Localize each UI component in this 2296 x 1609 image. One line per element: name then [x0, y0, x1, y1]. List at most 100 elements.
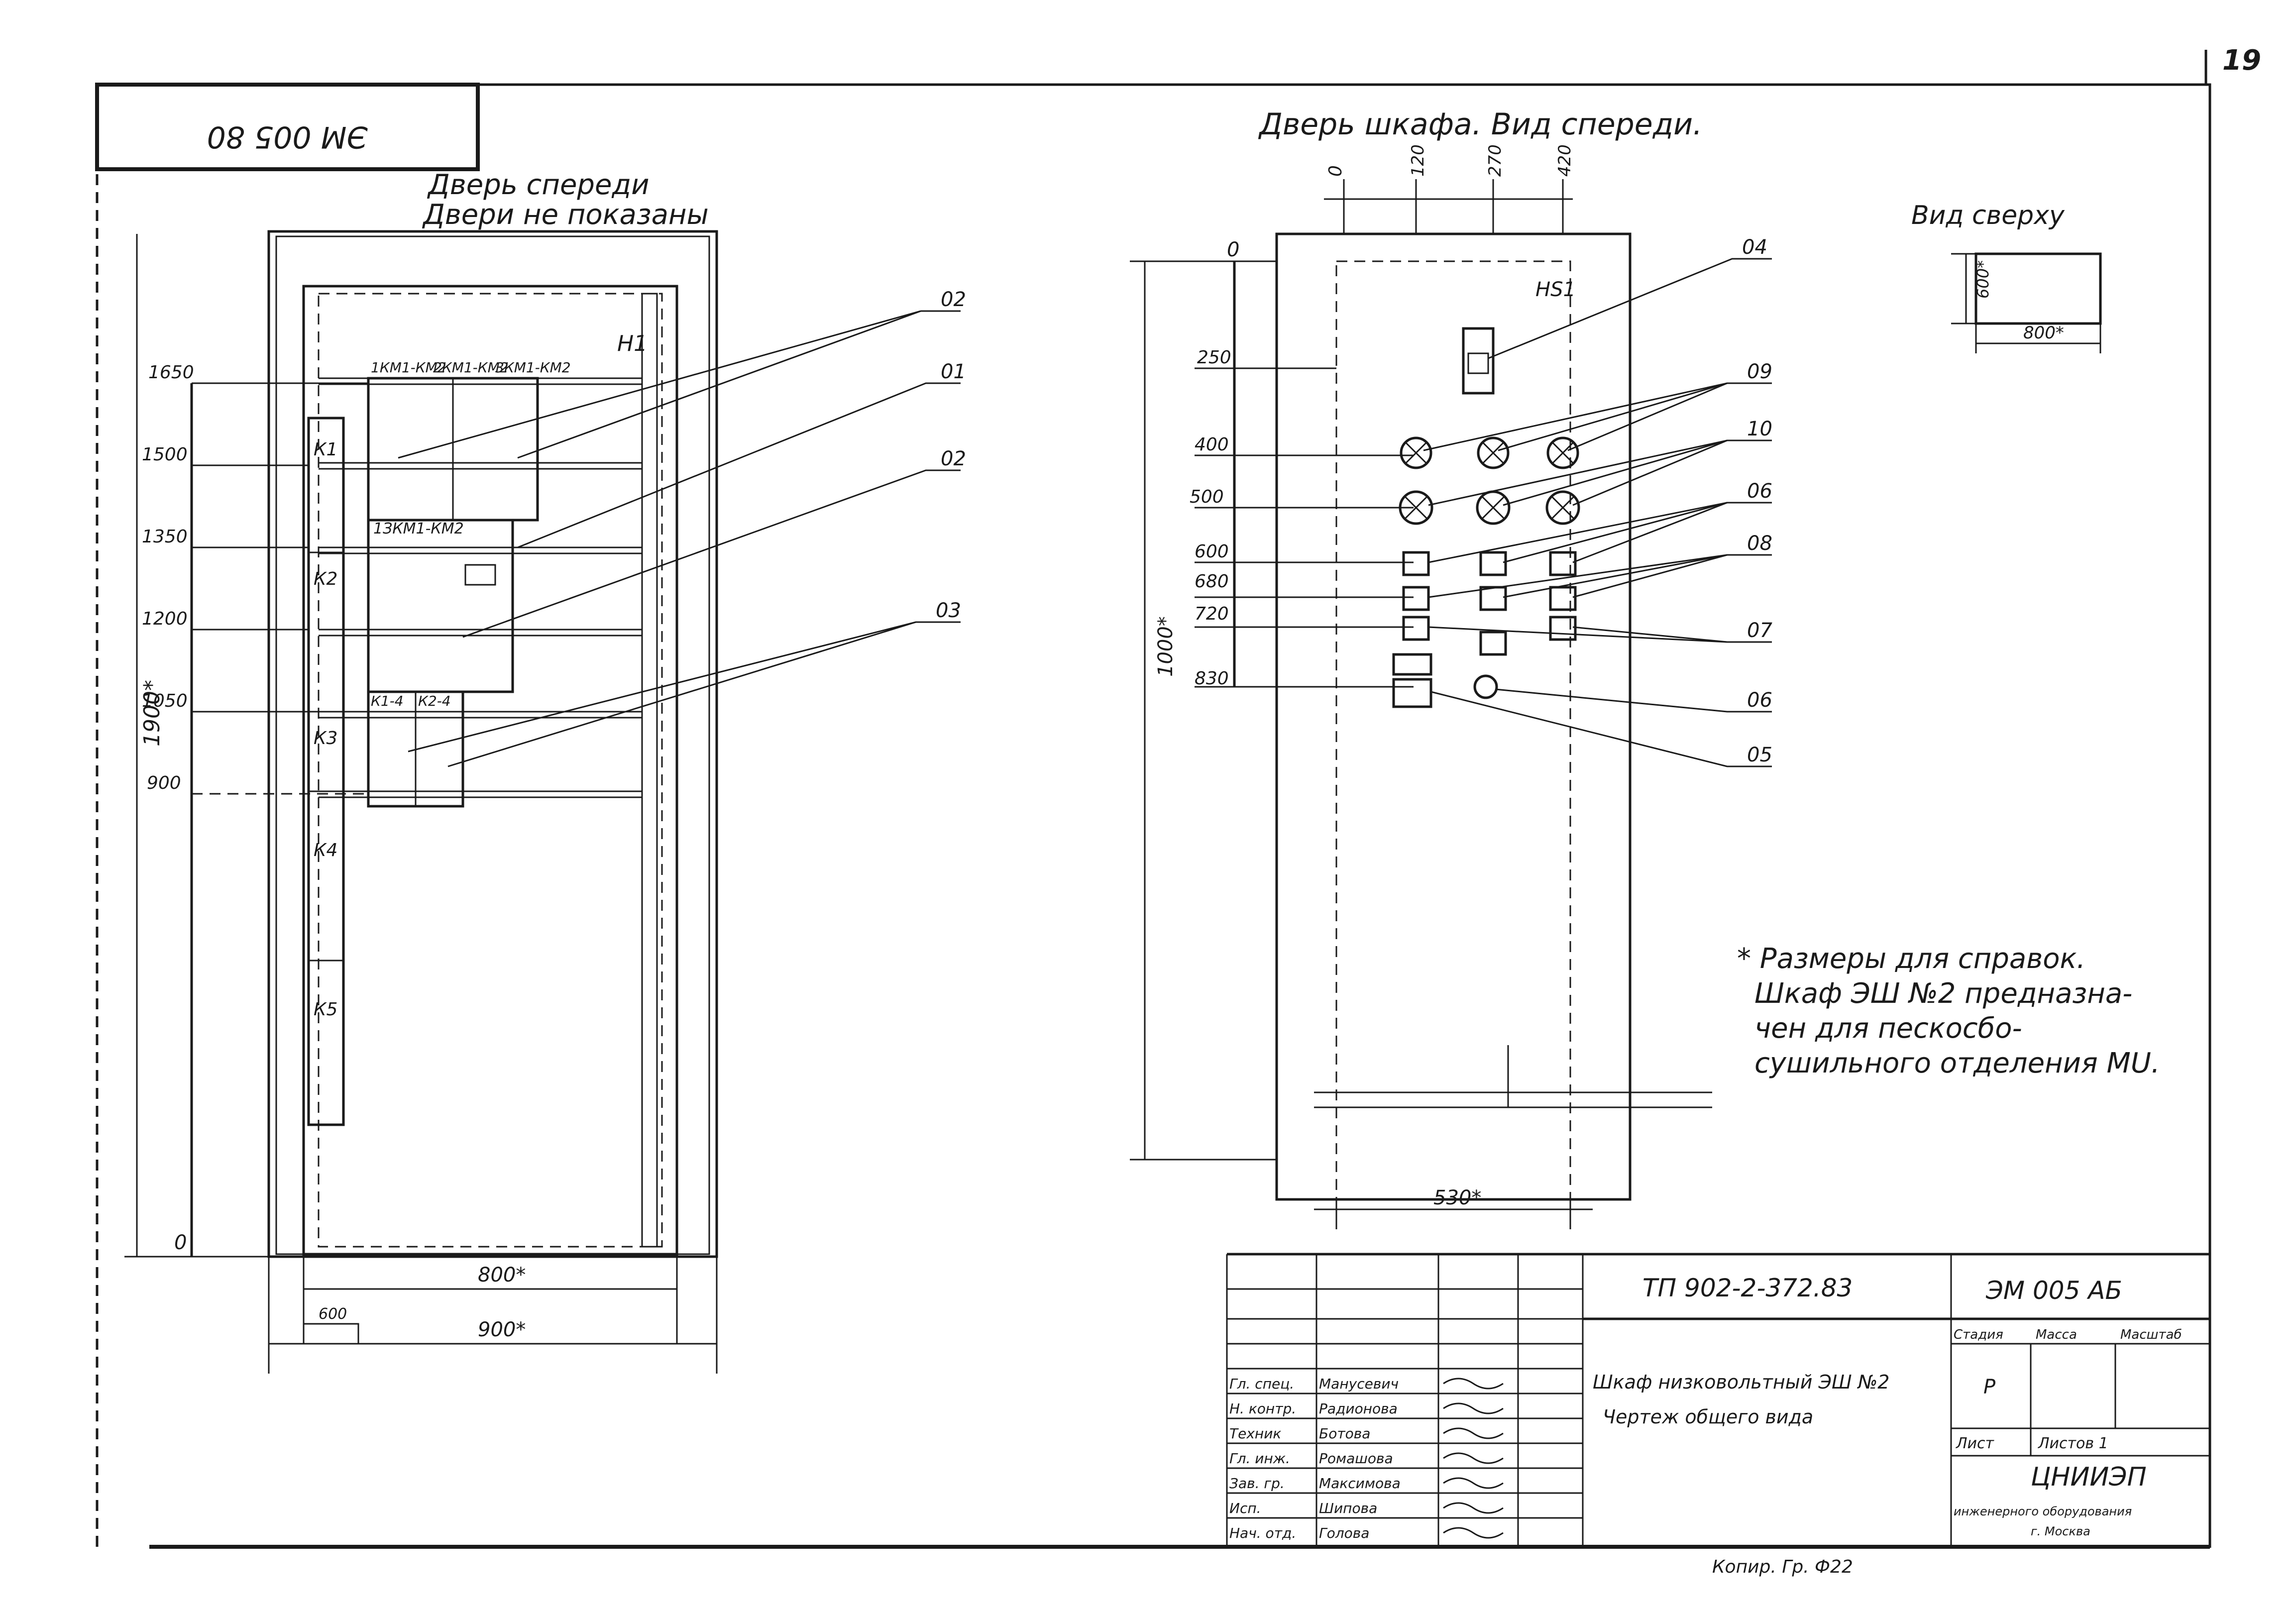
note-line-4: сушильного отделения МU.: [1754, 1047, 2160, 1079]
tb-col-scale: Масштаб: [2120, 1327, 2182, 1342]
note-line-3: чен для пескосбо-: [1754, 1012, 2022, 1045]
level-1200: 1200: [142, 609, 188, 629]
starter-blocks: [367, 377, 539, 808]
stamp-box: ЭМ 005 80: [95, 83, 480, 171]
page-number: 19: [2222, 44, 2261, 77]
tb-col-stage: Стадия: [1954, 1327, 2003, 1342]
block-k3: К3: [314, 728, 337, 749]
door-devices: [1392, 327, 1580, 708]
label-k2-4: К2-4: [418, 693, 451, 709]
cabinet-mark: Н1: [617, 331, 648, 356]
tb-desc-2: Чертеж общего вида: [1603, 1406, 1813, 1428]
label-3km: 3КМ1-КМ2: [495, 359, 571, 376]
vdim-400: 400: [1195, 434, 1229, 455]
tb-sheet-label: Лист: [1956, 1435, 1995, 1452]
tb-col-mass: Масса: [2036, 1327, 2077, 1342]
dim-small-600: 600: [319, 1305, 347, 1323]
tb-role-1: Н. контр.: [1229, 1400, 1296, 1417]
left-leaders: [398, 310, 961, 767]
level-0: 0: [174, 1231, 187, 1254]
level-900: 900: [147, 773, 181, 793]
block-k2: К2: [314, 569, 337, 589]
block-k5: К5: [314, 999, 337, 1020]
level-1500: 1500: [142, 444, 188, 465]
note-line-2: Шкаф ЭШ №2 предназна-: [1754, 977, 2132, 1010]
left-callout-01: 01: [941, 360, 966, 383]
tb-sheets-label: Листов 1: [2038, 1435, 2108, 1452]
left-dim-lines: [1130, 260, 1414, 1161]
note-block: * Размеры для справок. Шкаф ЭШ №2 предна…: [1737, 943, 2160, 1079]
top-dim-420: 420: [1555, 144, 1575, 177]
right-callout-09: 09: [1747, 360, 1772, 383]
tb-role-3: Гл. инж.: [1229, 1450, 1290, 1467]
tb-sheet-code: ЭМ 005 АБ: [1985, 1276, 2122, 1305]
tb-name-5: Шипова: [1319, 1500, 1377, 1516]
tb-role-4: Зав. гр.: [1229, 1475, 1285, 1492]
right-callout-06b: 06: [1747, 689, 1772, 712]
dim-width-800: 800*: [478, 1264, 526, 1287]
label-1km: 1КМ1-КМ2: [371, 359, 446, 376]
right-callout-04: 04: [1742, 236, 1767, 259]
bottom-width-dim: [1314, 1199, 1593, 1229]
tb-name-1: Радионова: [1319, 1400, 1398, 1417]
tb-code: ТП 902-2-372.83: [1642, 1274, 1853, 1302]
tb-role-2: Техник: [1229, 1425, 1281, 1442]
tb-org-city: г. Москва: [2031, 1524, 2090, 1538]
tb-role-5: Исп.: [1229, 1500, 1261, 1516]
vdim-500: 500: [1190, 487, 1224, 507]
tb-org-short: ЦНИИЭП: [2031, 1462, 2147, 1492]
stamp-code: ЭМ 005 80: [207, 119, 368, 154]
vdim-720: 720: [1195, 604, 1229, 624]
vdim-680: 680: [1195, 571, 1229, 592]
level-dims: [124, 234, 368, 1258]
tb-role-6: Нач. отд.: [1229, 1525, 1296, 1541]
label-2km: 2КМ1-КМ2: [433, 359, 509, 376]
vdim-250: 250: [1197, 347, 1231, 368]
left-callout-03: 03: [936, 599, 961, 622]
contactor-column: [307, 417, 345, 1126]
vdim-830: 830: [1195, 668, 1229, 689]
tb-name-4: Максимова: [1319, 1475, 1401, 1492]
note-line-1: * Размеры для справок.: [1737, 943, 2085, 975]
top-dim-270: 270: [1485, 144, 1505, 177]
level-1650: 1650: [148, 362, 194, 383]
right-callout-06a: 06: [1747, 480, 1772, 503]
dim-height: 1900*: [139, 680, 165, 747]
top-dim-0: 0: [1325, 165, 1346, 177]
left-caption-1: Дверь спереди: [427, 169, 650, 201]
left-view: Дверь спереди Двери не показаны Н1 К1 К2…: [124, 169, 966, 1374]
tb-name-3: Ромашова: [1319, 1450, 1393, 1467]
vdim-height: 1000*: [1154, 616, 1177, 677]
level-1050: 1050: [142, 691, 188, 711]
width-dims: [268, 1254, 718, 1374]
title-block: ТП 902-2-372.83 ЭМ 005 АБ Шкаф низковоль…: [1226, 1253, 2210, 1547]
right-callout-10: 10: [1747, 418, 1772, 440]
tb-role-0: Гл. спец.: [1229, 1376, 1294, 1392]
bottom-note: Копир. Гр. Ф22: [1712, 1557, 1853, 1577]
block-k4: К4: [314, 840, 337, 860]
dim-width-900: 900*: [478, 1318, 526, 1341]
label-13km: 1ЗКМ1-КМ2: [373, 520, 464, 537]
left-callout-02b: 02: [941, 447, 966, 470]
top-dim-depth: 600*: [1973, 260, 1992, 299]
block-k1: К1: [314, 439, 337, 460]
right-caption: Дверь шкафа. Вид спереди.: [1258, 107, 1702, 142]
right-view: Дверь шкафа. Вид спереди. 0 120 270 420 …: [1130, 107, 1772, 1229]
label-k1-4: К1-4: [371, 693, 404, 709]
tb-desc-1: Шкаф низковольтный ЭШ №2: [1593, 1371, 1889, 1393]
left-caption-2: Двери не показаны: [422, 199, 709, 231]
vdim-0: 0: [1227, 238, 1239, 261]
right-callout-08: 08: [1747, 532, 1772, 555]
left-callout-02a: 02: [941, 288, 966, 311]
tb-name-6: Голова: [1319, 1525, 1369, 1541]
dim-width-530: 530*: [1433, 1186, 1481, 1209]
right-callout-07: 07: [1747, 619, 1772, 642]
level-1350: 1350: [142, 527, 188, 547]
signatures: [1443, 1378, 1504, 1539]
right-callout-05: 05: [1747, 744, 1772, 766]
top-dim-lines: [1324, 179, 1573, 234]
panel-mark: НS1: [1535, 278, 1576, 301]
sheet-frame: [96, 50, 2211, 1549]
top-dim-width: 800*: [2023, 323, 2064, 343]
